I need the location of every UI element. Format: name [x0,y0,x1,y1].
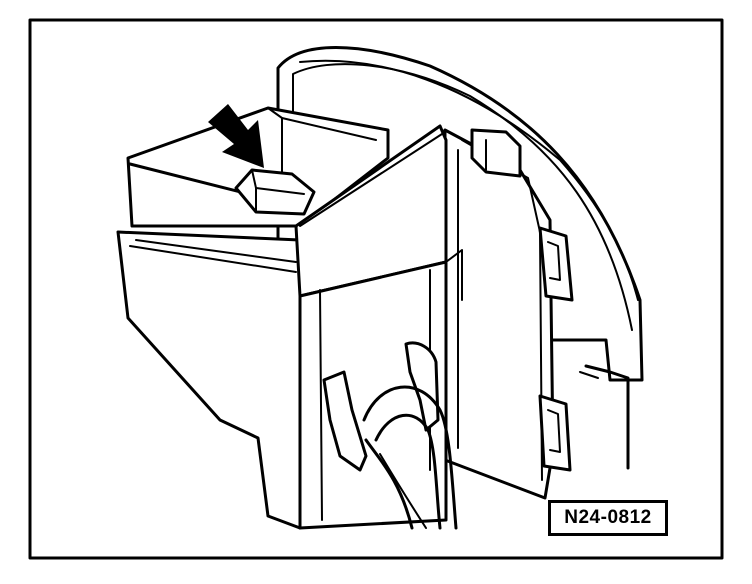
locating-pin [579,364,630,470]
figure-code-label: N24-0812 [548,500,668,536]
frame-border [28,18,724,560]
arrow-icon [208,104,264,168]
mounting-bracket [443,128,574,500]
relay-component [234,168,316,216]
relay-housing [116,106,463,530]
wiring-harness [322,341,458,530]
